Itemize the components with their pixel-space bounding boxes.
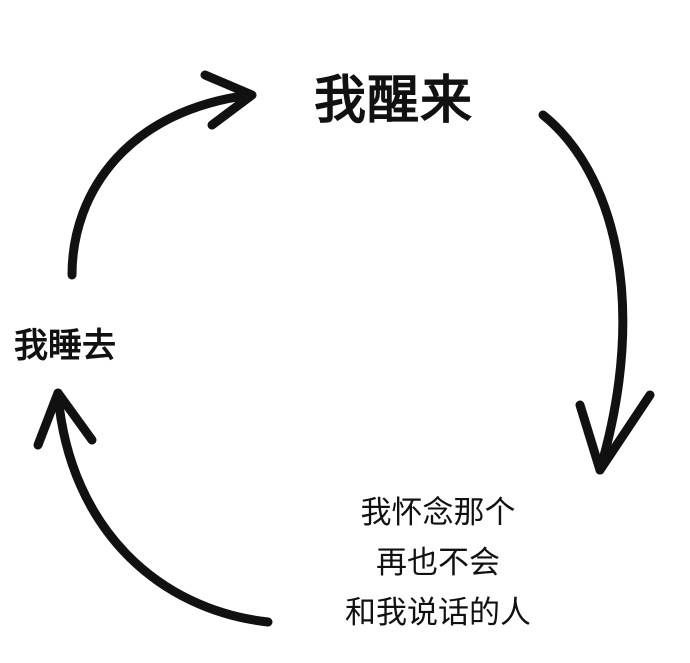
arrow-wake-to-miss-shaft bbox=[538, 110, 628, 475]
arrow-sleep-to-wake bbox=[67, 70, 257, 280]
arrow-wake-to-miss-head bbox=[575, 390, 655, 475]
node-miss-line-3: 和我说话的人 bbox=[345, 595, 531, 631]
arrow-miss-to-sleep bbox=[33, 388, 273, 627]
arrow-sleep-to-wake-head bbox=[200, 70, 257, 130]
node-miss-line-1: 我怀念那个 bbox=[360, 495, 516, 531]
node-miss-label: 我怀念那个 再也不会 和我说话的人 bbox=[318, 488, 558, 638]
arrow-sleep-to-wake-shaft bbox=[67, 90, 255, 280]
node-miss-line-2: 再也不会 bbox=[376, 545, 500, 581]
node-sleep-label: 我睡去 bbox=[14, 326, 116, 366]
arrow-miss-to-sleep-shaft bbox=[53, 390, 273, 627]
arrow-wake-to-miss bbox=[538, 110, 655, 475]
node-wake-label: 我醒来 bbox=[314, 71, 474, 131]
arrow-miss-to-sleep-head bbox=[33, 388, 97, 450]
